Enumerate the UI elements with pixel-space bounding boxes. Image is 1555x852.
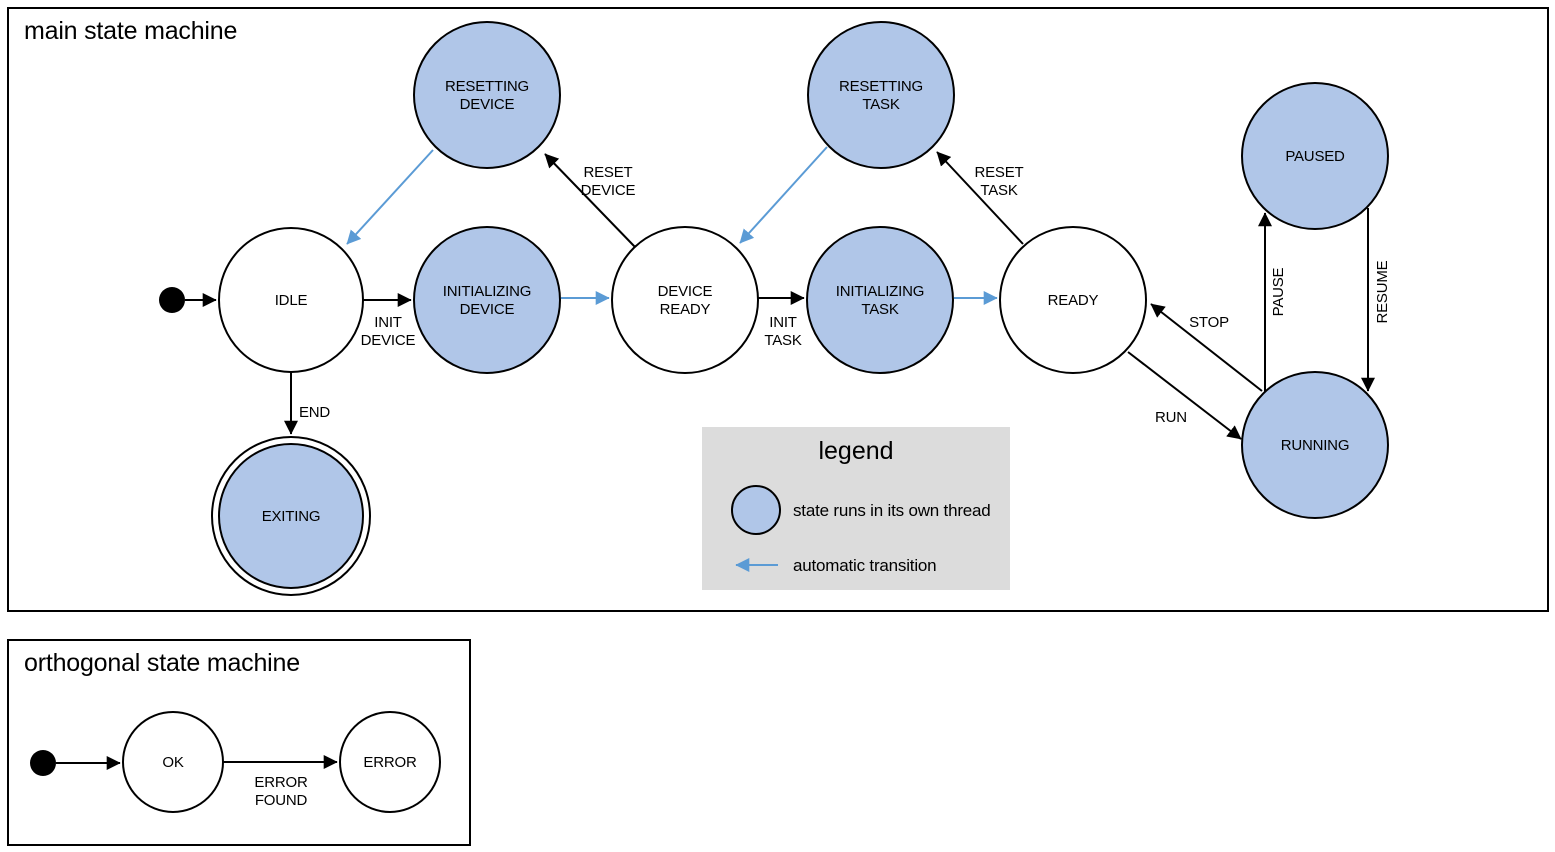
state-circle: [807, 21, 955, 169]
transition-resetting-device-idle: [346, 149, 434, 245]
state-label: DEVICE: [460, 96, 515, 113]
state-label: OK: [162, 754, 183, 771]
transition-label-line: RESUME: [1374, 260, 1391, 323]
state-ready: READY: [999, 226, 1147, 374]
legend-title: legend: [818, 437, 893, 465]
state-label: READY: [660, 301, 711, 318]
initial-state-dot: [159, 287, 185, 313]
auto-transition-arrow: [739, 146, 828, 244]
transition-arrow: [544, 153, 636, 248]
transition-label-line: INIT: [769, 314, 797, 331]
orthogonal-machine-title: orthogonal state machine: [24, 649, 300, 677]
state-ok: OK: [122, 711, 224, 813]
transition-paused-running: RESUME: [1361, 208, 1391, 392]
auto-transition-arrow: [346, 149, 434, 245]
initial-state-dot: [30, 750, 56, 776]
state-label: ERROR: [363, 754, 417, 771]
transition-label-line: END: [299, 404, 330, 421]
transition-label-line: INIT: [374, 314, 402, 331]
threaded-state-symbol: [731, 485, 781, 535]
transition-idle-exiting: END: [284, 372, 331, 435]
transition-label-line: RESET: [974, 164, 1023, 181]
legend-item: automatic transition: [735, 556, 937, 575]
transition-label: RESUME: [1374, 260, 1391, 323]
state-label: RUNNING: [1281, 437, 1350, 454]
state-label: DEVICE: [658, 283, 713, 300]
transition-label: STOP: [1189, 314, 1229, 331]
state-circle: [122, 711, 224, 813]
transition-running-paused: PAUSE: [1258, 212, 1287, 392]
state-circle: [806, 226, 954, 374]
main-machine-title: main state machine: [24, 17, 237, 45]
state-label: READY: [1048, 292, 1099, 309]
transition-label: RUN: [1155, 409, 1187, 426]
transition-label-line: DEVICE: [581, 182, 636, 199]
legend-item-label: automatic transition: [793, 556, 936, 575]
state-circle: [413, 226, 561, 374]
state-circle: [1241, 82, 1389, 230]
state-circle: [339, 711, 441, 813]
state-paused: PAUSED: [1241, 82, 1389, 230]
transition-arrow: [1127, 351, 1242, 440]
legend-item: state runs in its own thread: [731, 485, 991, 535]
state-label: RESETTING: [445, 78, 529, 95]
legend: legend state runs in its own thread automa…: [702, 427, 1010, 590]
transition-label-line: STOP: [1189, 314, 1229, 331]
transition-label-line: TASK: [980, 182, 1017, 199]
state-circle: [218, 443, 364, 589]
transition-label: END: [299, 404, 331, 421]
transition-label-line: RUN: [1155, 409, 1187, 426]
state-label: TASK: [861, 301, 898, 318]
state-circle: [611, 226, 759, 374]
transition-label-line: ERROR: [254, 774, 308, 791]
transition-running-ready: STOP: [1150, 303, 1263, 392]
state-circle: [999, 226, 1147, 374]
state-circle: [218, 227, 364, 373]
state-running: RUNNING: [1241, 371, 1389, 519]
state-circle: [1241, 371, 1389, 519]
state-error: ERROR: [339, 711, 441, 813]
transition-label: PAUSE: [1270, 267, 1287, 316]
transition-label-line: FOUND: [255, 792, 308, 809]
state-exiting: EXITING: [211, 436, 371, 596]
state-label: INITIALIZING: [443, 283, 531, 300]
transition-resetting-task-device-ready: [739, 146, 828, 244]
state-circle: [413, 21, 561, 169]
transition-label-line: RESET: [583, 164, 632, 181]
state-label: EXITING: [262, 508, 321, 525]
transition-arrow: [936, 151, 1024, 245]
legend-item-label: state runs in its own thread: [793, 501, 991, 520]
state-label: TASK: [862, 96, 899, 113]
transition-label-line: TASK: [764, 332, 801, 349]
state-label: IDLE: [275, 292, 308, 309]
state-label: INITIALIZING: [836, 283, 924, 300]
transition-arrow: [1150, 303, 1263, 392]
transition-ready-running: RUN: [1127, 351, 1242, 440]
state-label: RESETTING: [839, 78, 923, 95]
transition-label-line: PAUSE: [1270, 267, 1287, 316]
state-label: PAUSED: [1285, 148, 1345, 165]
state-label: DEVICE: [460, 301, 515, 318]
transition-label-line: DEVICE: [361, 332, 416, 349]
state-idle: IDLE: [218, 227, 364, 373]
